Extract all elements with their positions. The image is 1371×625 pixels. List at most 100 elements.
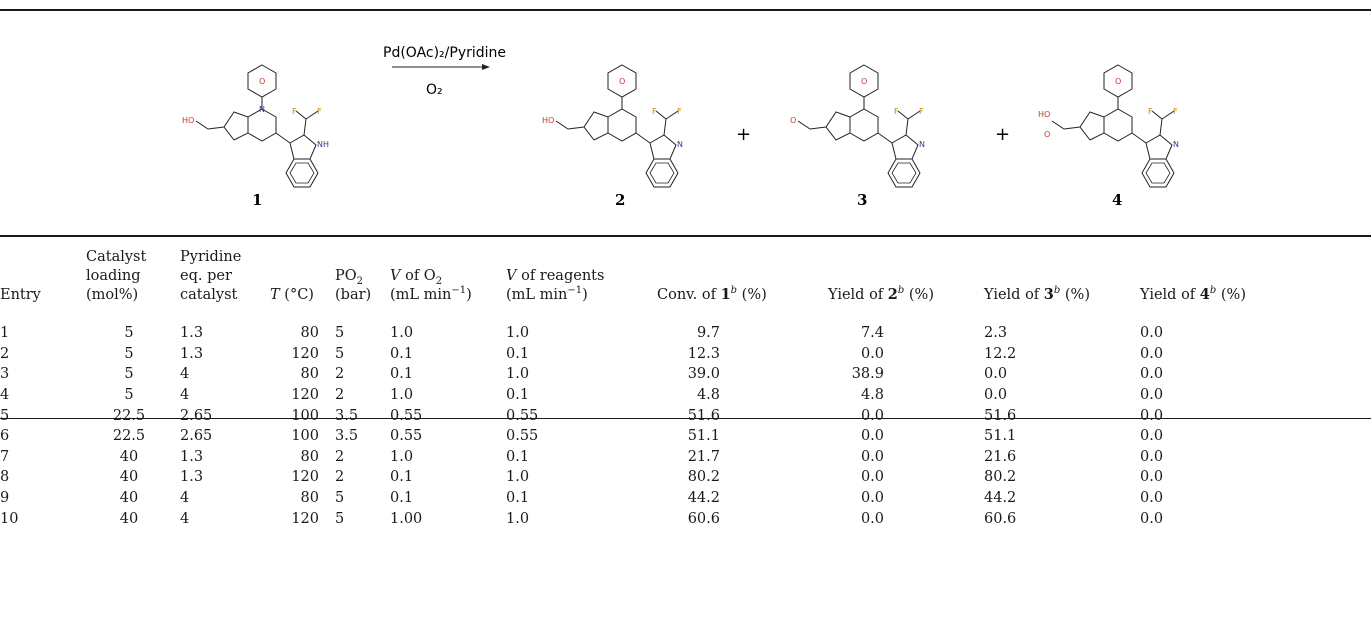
svg-text:O: O bbox=[619, 77, 625, 86]
table-cell: 2 bbox=[335, 387, 345, 404]
table-cell: 0.1 bbox=[506, 490, 530, 507]
col-v-reagents: V of reagents(mL min−1) bbox=[506, 268, 605, 303]
table-cell: 2 bbox=[335, 448, 345, 465]
table-cell: 60.6 bbox=[687, 510, 720, 527]
table-cell: 0.0 bbox=[1140, 490, 1164, 507]
table-cell: 5 bbox=[335, 510, 345, 527]
table-cell: 1.3 bbox=[180, 345, 204, 362]
conditions-label: O₂ bbox=[426, 82, 443, 98]
compound-label-4: 4 bbox=[1112, 191, 1122, 209]
compound-3-structure: O O F F N bbox=[790, 64, 925, 188]
table-cell: 0.0 bbox=[984, 366, 1008, 383]
table-cell: 4 bbox=[180, 510, 190, 527]
table-cell: 6 bbox=[0, 428, 10, 445]
table-cell: 2.65 bbox=[180, 407, 213, 424]
table-cell: 2.3 bbox=[984, 325, 1008, 342]
table-cell: 0.0 bbox=[984, 387, 1008, 404]
svg-text:F: F bbox=[292, 107, 297, 116]
table-cell: 120 bbox=[291, 469, 319, 486]
table-cell: 21.7 bbox=[687, 448, 720, 465]
table-cell: 4.8 bbox=[860, 387, 884, 404]
svg-text:F: F bbox=[894, 107, 899, 116]
svg-text:F: F bbox=[677, 107, 682, 116]
table-cell: 12.3 bbox=[687, 345, 720, 362]
table-cell: 1.3 bbox=[180, 469, 204, 486]
table-cell: 22.5 bbox=[112, 407, 146, 424]
table-cell: 1.0 bbox=[506, 469, 530, 486]
table-cell: 80 bbox=[300, 448, 319, 465]
svg-text:HO: HO bbox=[182, 116, 194, 125]
svg-text:O: O bbox=[259, 77, 265, 86]
svg-text:N: N bbox=[1173, 140, 1179, 149]
table-cell: 51.1 bbox=[687, 428, 720, 445]
table-cell: 0.0 bbox=[860, 469, 884, 486]
svg-text:O: O bbox=[790, 116, 796, 125]
table-cell: 1.0 bbox=[506, 325, 530, 342]
table-cell: 1.0 bbox=[390, 448, 414, 465]
table-cell: 0.1 bbox=[506, 345, 530, 362]
table-cell: 5 bbox=[0, 407, 10, 424]
header-rule bbox=[0, 418, 1371, 419]
table-cell: 1.0 bbox=[390, 387, 414, 404]
compound-1-structure: O N HO F F NH bbox=[182, 64, 329, 188]
table-cell: 4.8 bbox=[696, 387, 720, 404]
table-cell: 44.2 bbox=[984, 490, 1017, 507]
col-v-o2: V of O2(mL min−1) bbox=[390, 268, 472, 303]
reagent-label: Pd(OAc)₂/Pyridine bbox=[383, 45, 506, 61]
col-yield-4: Yield of 4b (%) bbox=[1140, 285, 1246, 303]
table-cell: 100 bbox=[291, 428, 319, 445]
table-cell: 5 bbox=[335, 345, 345, 362]
plus-sign-1: + bbox=[736, 124, 751, 145]
svg-text:N: N bbox=[677, 140, 683, 149]
table-cell: 5 bbox=[124, 325, 134, 342]
table-cell: 1.3 bbox=[180, 448, 204, 465]
reaction-arrowhead bbox=[482, 64, 490, 70]
table-cell: 3.5 bbox=[335, 428, 359, 445]
table-cell: 120 bbox=[291, 510, 319, 527]
compound-4-structure: O HO O F F N bbox=[1038, 64, 1179, 188]
table-cell: 0.0 bbox=[860, 428, 884, 445]
table-cell: 120 bbox=[291, 387, 319, 404]
compound-2-structure: O HO F F N bbox=[542, 64, 683, 188]
svg-text:F: F bbox=[1173, 107, 1178, 116]
table-cell: 80.2 bbox=[984, 469, 1017, 486]
table-cell: 80 bbox=[300, 325, 319, 342]
table-cell: 120 bbox=[291, 345, 319, 362]
svg-text:F: F bbox=[652, 107, 657, 116]
svg-text:O: O bbox=[1044, 130, 1050, 139]
table-cell: 0.0 bbox=[1140, 325, 1164, 342]
table-cell: 0.0 bbox=[1140, 407, 1164, 424]
top-rule bbox=[0, 9, 1371, 11]
table-cell: 9.7 bbox=[696, 325, 720, 342]
table-cell: 40 bbox=[119, 510, 139, 527]
table-cell: 21.6 bbox=[984, 448, 1017, 465]
svg-text:HO: HO bbox=[542, 116, 554, 125]
table-cell: 1.0 bbox=[506, 510, 530, 527]
table-cell: 0.1 bbox=[390, 469, 414, 486]
svg-text:N: N bbox=[919, 140, 925, 149]
table-cell: 3.5 bbox=[335, 407, 359, 424]
table-cell: 22.5 bbox=[112, 428, 146, 445]
table-cell: 4 bbox=[0, 387, 10, 404]
svg-text:O: O bbox=[1115, 77, 1121, 86]
table-cell: 0.0 bbox=[860, 490, 884, 507]
table-cell: 0.0 bbox=[1140, 366, 1164, 383]
col-temperature: T (°C) bbox=[270, 287, 314, 303]
svg-text:NH: NH bbox=[317, 140, 329, 149]
table-cell: 0.0 bbox=[860, 448, 884, 465]
table-cell: 1.0 bbox=[390, 325, 414, 342]
table-cell: 80.2 bbox=[687, 469, 720, 486]
table-cell: 0.1 bbox=[506, 387, 530, 404]
